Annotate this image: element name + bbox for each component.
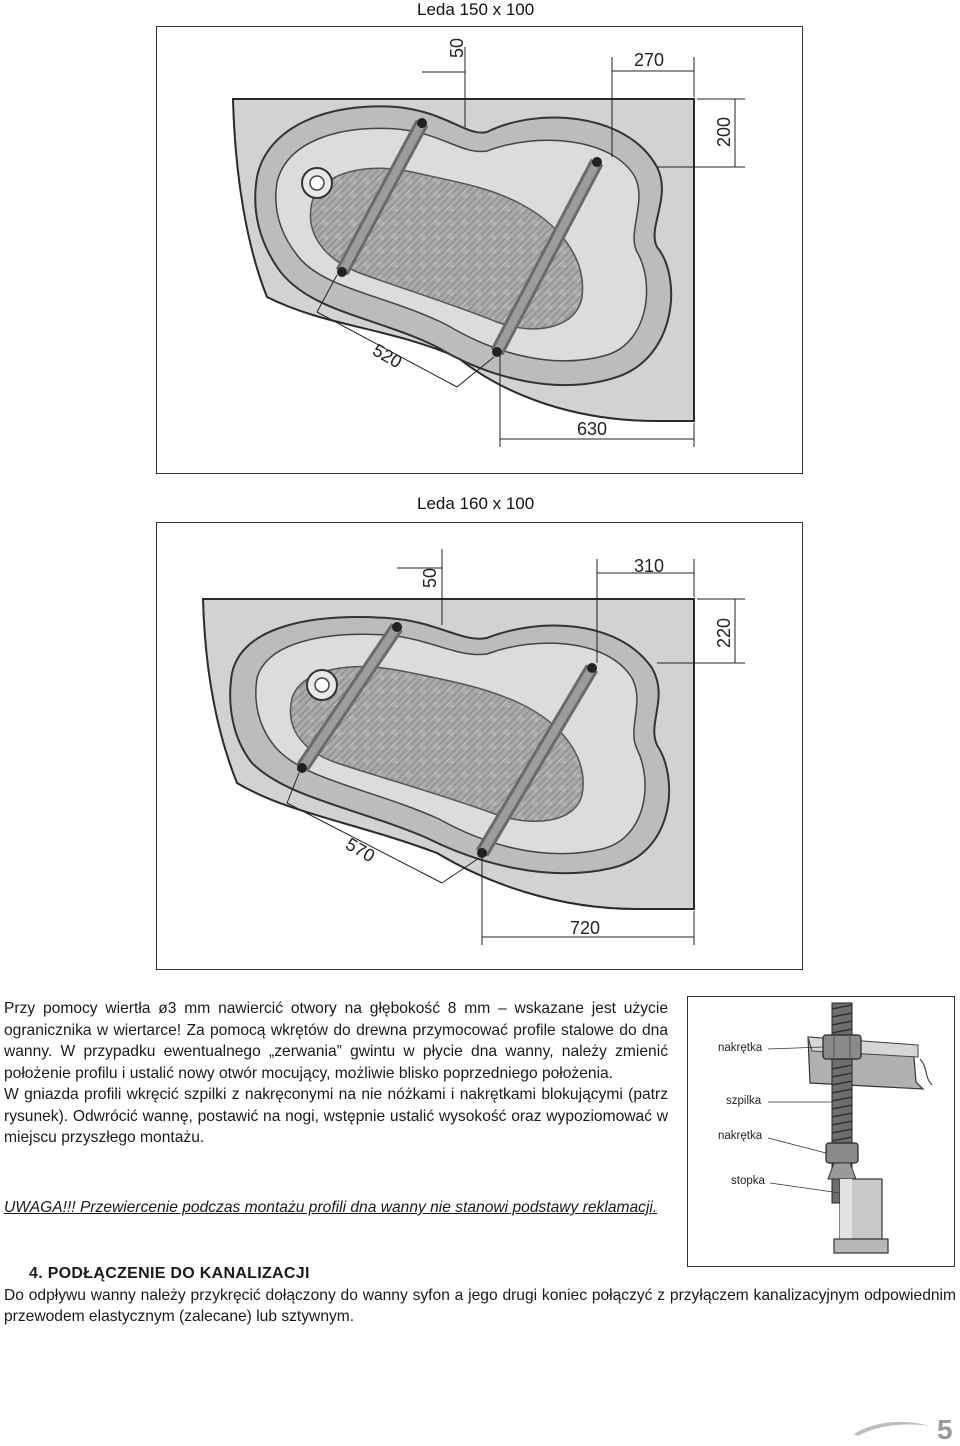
leg-assembly-drawing — [767, 1002, 933, 1254]
dim-270: 270 — [634, 50, 665, 70]
dim-630: 630 — [577, 419, 608, 439]
label-nut-top: nakrętka — [718, 1042, 763, 1054]
dim-50-fig2: 50 — [420, 567, 440, 588]
dim-50-fig1: 50 — [447, 37, 467, 58]
footer-swoosh-logo — [854, 1421, 930, 1436]
section-4-heading: 4. PODŁĄCZENIE DO KANALIZACJI — [29, 1265, 310, 1282]
figure1-frame — [156, 26, 803, 474]
instructions: Przy pomocy wiertła ø3 mm nawiercić otwo… — [4, 998, 668, 1149]
warning-note: UWAGA!!! Przewiercenie podczas montażu p… — [4, 1199, 658, 1216]
dim-720: 720 — [570, 918, 601, 938]
figure1-title: Leda 150 x 100 — [417, 0, 535, 19]
instructions-paragraph-1: Przy pomocy wiertła ø3 mm nawiercić otwo… — [4, 1000, 668, 1082]
figure2-frame — [156, 522, 803, 970]
dim-220: 220 — [714, 617, 734, 648]
figure2-bathtub-drawing — [201, 549, 745, 945]
page-number: 5 — [937, 1414, 953, 1445]
instructions-paragraph-2: W gniazda profili wkręcić szpilki z nakr… — [4, 1086, 668, 1146]
label-nut-bottom: nakrętka — [718, 1130, 763, 1142]
dim-310: 310 — [634, 556, 665, 576]
figure1-bathtub-drawing — [231, 47, 745, 447]
label-stud: szpilka — [726, 1095, 762, 1107]
dim-200: 200 — [714, 116, 734, 147]
leg-figure-frame — [687, 996, 955, 1267]
figure2-title: Leda 160 x 100 — [417, 494, 535, 513]
label-foot: stopka — [731, 1175, 765, 1187]
section-4-body: Do odpływu wanny należy przykręcić dołąc… — [4, 1287, 956, 1325]
